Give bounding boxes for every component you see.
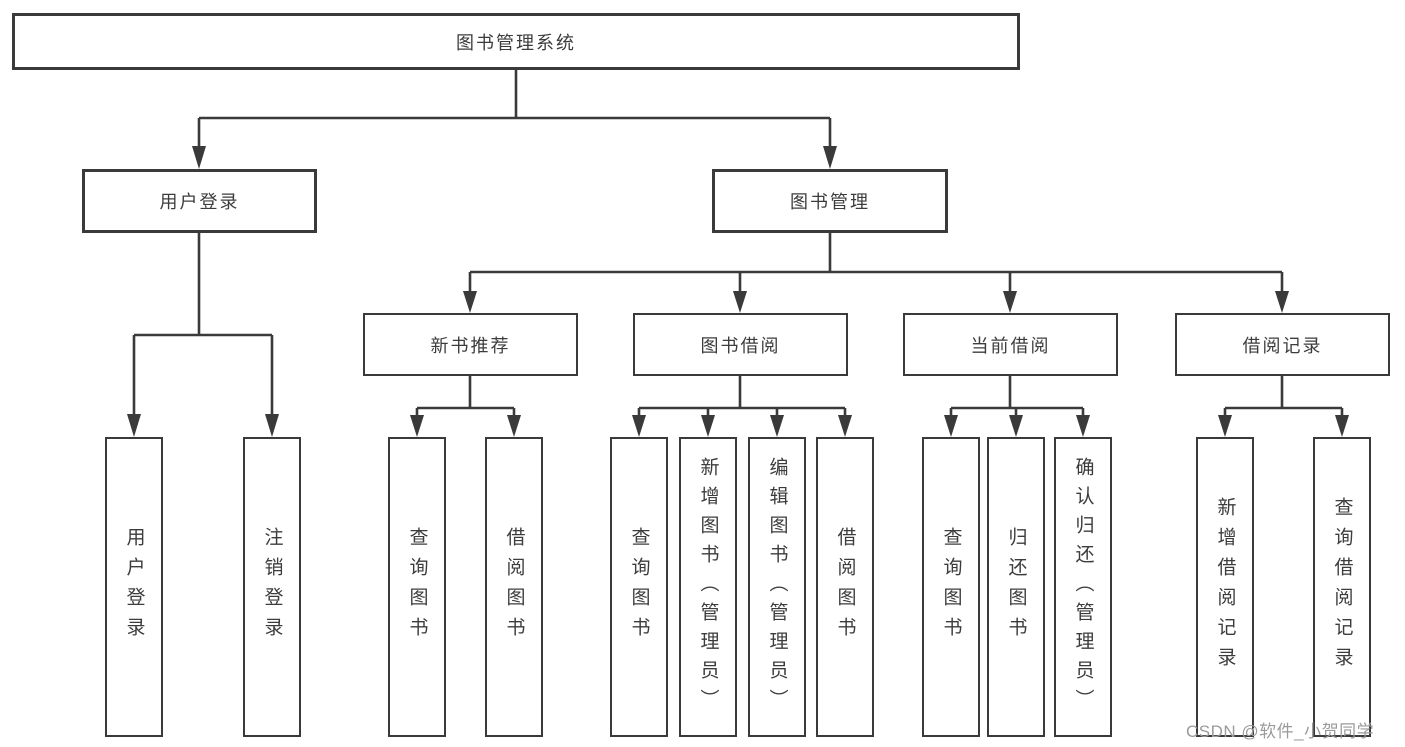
leaf-borrow-books-recommend-label: 借阅图书 xyxy=(503,527,525,647)
leaf-logout: 注销登录 xyxy=(243,437,301,737)
node-new-book-recommend-label: 新书推荐 xyxy=(430,335,511,356)
node-book-borrow-label: 图书借阅 xyxy=(700,335,781,356)
leaf-confirm-return-admin: 确认归还（管理员） xyxy=(1054,437,1112,737)
leaf-query-borrow-record: 查询借阅记录 xyxy=(1313,437,1371,737)
leaf-query-books-borrow-label: 查询图书 xyxy=(628,527,650,647)
leaf-borrow-books: 借阅图书 xyxy=(816,437,874,737)
node-new-book-recommend: 新书推荐 xyxy=(363,313,578,376)
leaf-user-login: 用户登录 xyxy=(105,437,163,737)
leaf-borrow-books-label: 借阅图书 xyxy=(834,527,856,647)
node-user-login-label: 用户登录 xyxy=(159,192,240,212)
node-book-management-label: 图书管理 xyxy=(790,192,870,212)
node-current-borrow: 当前借阅 xyxy=(903,313,1118,376)
node-book-borrow: 图书借阅 xyxy=(633,313,848,376)
leaf-query-borrow-record-label: 查询借阅记录 xyxy=(1331,497,1353,677)
leaf-edit-books-admin-label: 编辑图书（管理员） xyxy=(766,456,788,718)
node-borrow-records-label: 借阅记录 xyxy=(1242,335,1323,356)
leaf-user-login-label: 用户登录 xyxy=(123,527,145,647)
leaf-query-books-current: 查询图书 xyxy=(922,437,980,737)
leaf-edit-books-admin: 编辑图书（管理员） xyxy=(748,437,806,737)
leaf-query-books-current-label: 查询图书 xyxy=(940,527,962,647)
node-borrow-records: 借阅记录 xyxy=(1175,313,1390,376)
node-user-login: 用户登录 xyxy=(82,169,317,233)
leaf-borrow-books-recommend: 借阅图书 xyxy=(485,437,543,737)
arrowheads xyxy=(127,146,1349,437)
node-library-system-label: 图书管理系统 xyxy=(456,32,576,53)
leaf-logout-label: 注销登录 xyxy=(261,527,283,647)
leaf-add-borrow-record-label: 新增借阅记录 xyxy=(1214,497,1236,677)
leaf-return-books-label: 归还图书 xyxy=(1005,527,1027,647)
leaf-return-books: 归还图书 xyxy=(987,437,1045,737)
leaf-confirm-return-admin-label: 确认归还（管理员） xyxy=(1072,456,1094,718)
leaf-add-borrow-record: 新增借阅记录 xyxy=(1196,437,1254,737)
leaf-add-books-admin: 新增图书（管理员） xyxy=(679,437,737,737)
leaf-query-books-recommend-label: 查询图书 xyxy=(406,527,428,647)
watermark: CSDN @软件_小贺同学 xyxy=(1186,722,1375,741)
node-current-borrow-label: 当前借阅 xyxy=(970,335,1051,356)
node-library-system: 图书管理系统 xyxy=(12,13,1020,70)
node-book-management: 图书管理 xyxy=(712,169,948,233)
leaf-query-books-borrow: 查询图书 xyxy=(610,437,668,737)
leaf-query-books-recommend: 查询图书 xyxy=(388,437,446,737)
leaf-add-books-admin-label: 新增图书（管理员） xyxy=(697,456,719,718)
